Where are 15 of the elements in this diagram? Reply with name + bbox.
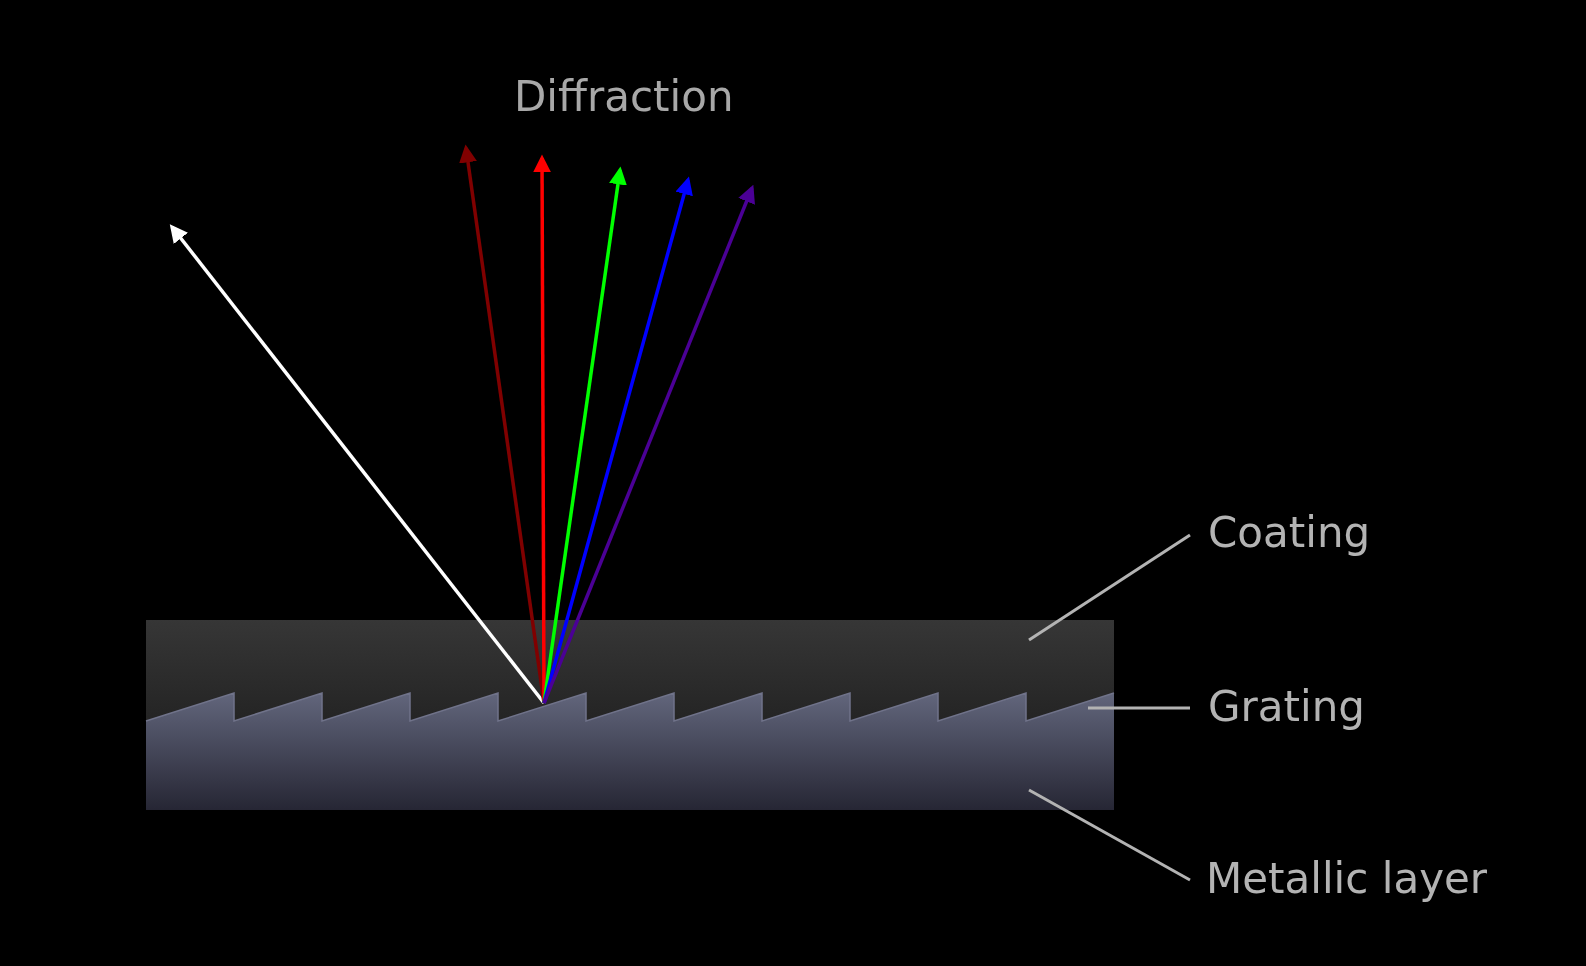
metallic-layer [146, 693, 1114, 810]
light-ray-arrow [542, 166, 627, 704]
title: Diffraction [514, 76, 734, 118]
light-ray-arrow [169, 224, 546, 705]
grating-surface [145, 691, 1115, 723]
coating-layer [146, 620, 1114, 721]
part-label: Coating [1208, 512, 1371, 554]
leader-line [1088, 706, 1190, 710]
light-ray-arrow [542, 176, 693, 704]
leader-line [1028, 533, 1191, 642]
light-ray-arrow [533, 154, 552, 703]
part-label: Grating [1208, 686, 1365, 728]
light-ray-arrow [542, 184, 755, 704]
part-label: Metallic layer [1206, 858, 1488, 900]
leader-line [1028, 788, 1191, 882]
